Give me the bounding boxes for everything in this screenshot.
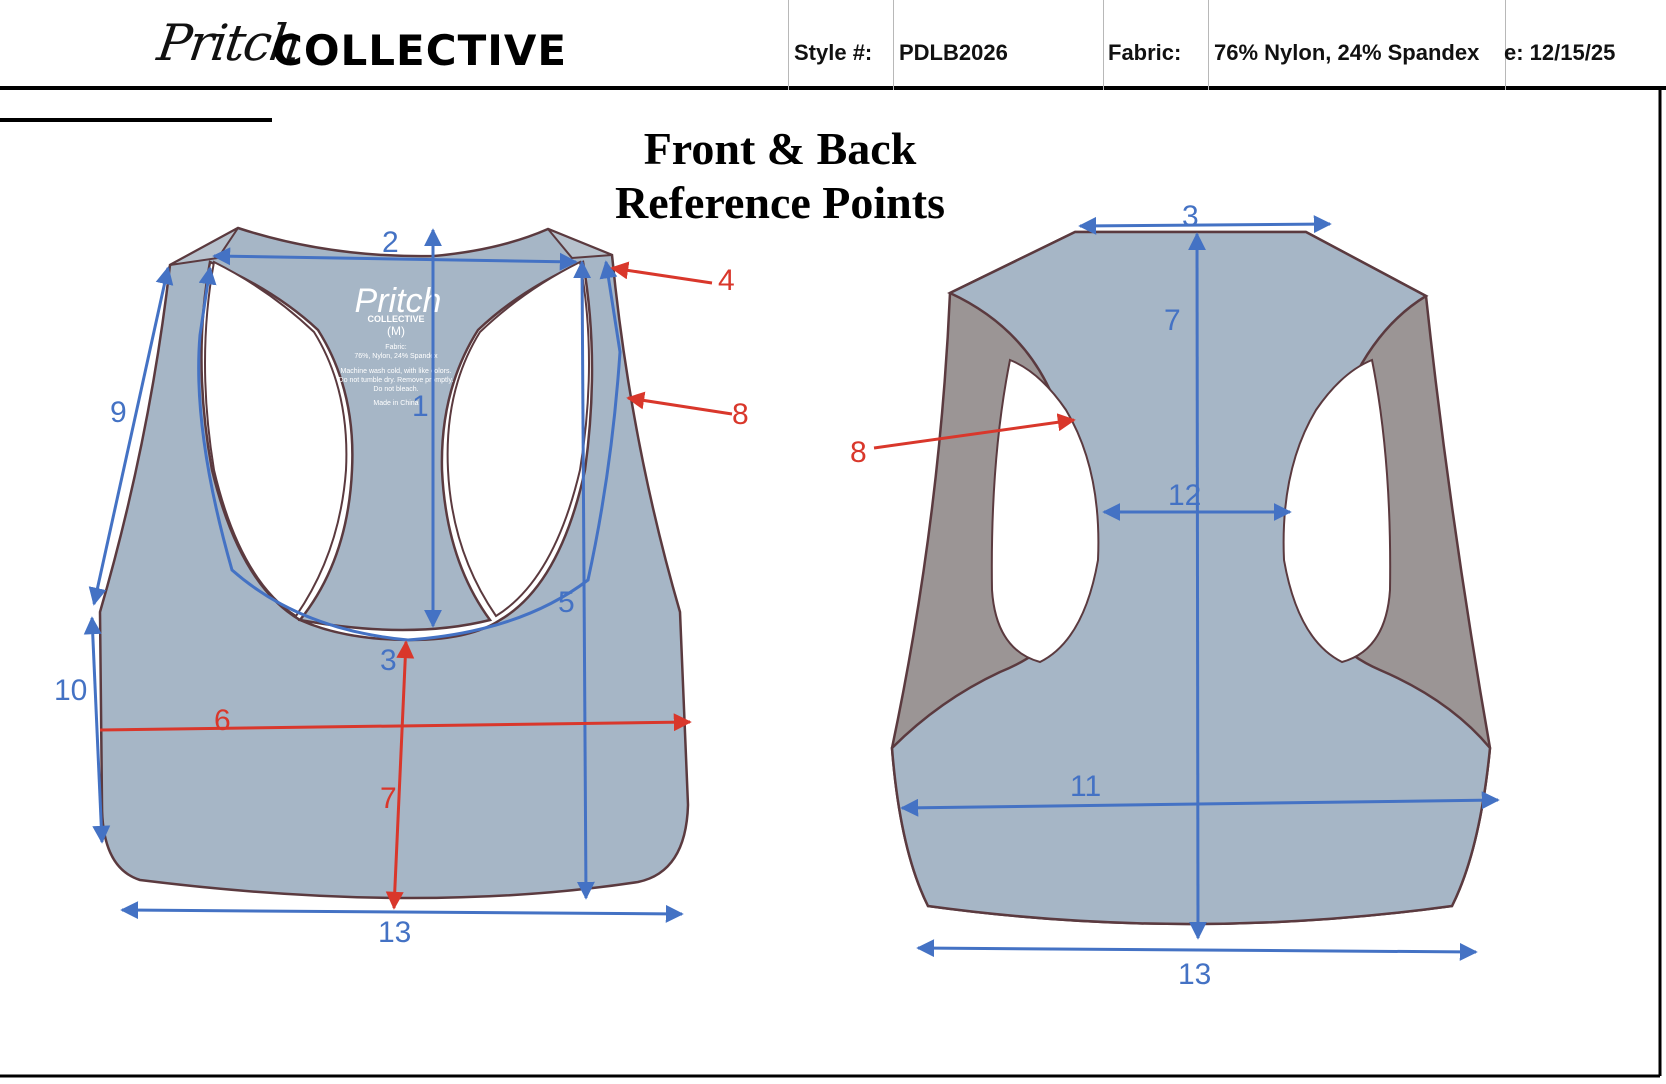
tag-fabric-heading: Fabric: bbox=[385, 344, 406, 351]
fabric-label: Fabric: bbox=[1108, 40, 1182, 65]
front-point-8: 8 bbox=[732, 398, 749, 431]
back-point-13: 13 bbox=[1178, 958, 1211, 991]
tag-collective: COLLECTIVE bbox=[367, 314, 424, 324]
back-measure-7-line bbox=[1188, 232, 1207, 940]
header-divider bbox=[893, 0, 894, 90]
title-line-2: Reference Points bbox=[615, 177, 945, 228]
tag-care-1: Machine wash cold, with like colors. bbox=[341, 368, 452, 375]
front-measurements: 1 2 3 4 5 6 7 8 9 10 13 bbox=[54, 226, 749, 949]
front-measure-4-pointer bbox=[610, 261, 713, 285]
front-point-2: 2 bbox=[382, 226, 399, 259]
sheet-title: Front & Back Reference Points bbox=[560, 122, 1000, 230]
tag-size: (M) bbox=[387, 324, 405, 338]
front-garment bbox=[98, 226, 690, 900]
front-point-7: 7 bbox=[380, 782, 397, 815]
front-measure-3-curve bbox=[197, 260, 622, 642]
front-measure-13-line bbox=[120, 901, 684, 923]
back-point-11: 11 bbox=[1070, 770, 1101, 803]
tag-care-3: Do not bleach. bbox=[373, 386, 418, 393]
front-left-strap-tip bbox=[169, 227, 239, 266]
front-right-strap-tip bbox=[547, 228, 613, 260]
fabric-value: 76% Nylon, 24% Spandex bbox=[1214, 40, 1480, 65]
back-point-7: 7 bbox=[1164, 304, 1181, 337]
front-measure-5-line bbox=[573, 260, 595, 900]
tag-fabric: 76%, Nylon, 24% Spandex bbox=[354, 353, 438, 360]
front-point-9: 9 bbox=[110, 396, 127, 429]
front-measure-7-line bbox=[385, 640, 415, 910]
front-point-13: 13 bbox=[378, 916, 411, 949]
header-divider bbox=[1103, 0, 1104, 90]
back-measure-3-line bbox=[1078, 215, 1332, 235]
front-point-10: 10 bbox=[54, 674, 87, 707]
back-left-armhole bbox=[990, 358, 1100, 664]
back-measure-8-pointer bbox=[873, 413, 1076, 450]
tag-care-2: Do not tumble dry. Remove promptly. bbox=[339, 377, 454, 384]
front-point-1: 1 bbox=[412, 390, 429, 423]
brand-logo-wordmark: COLLECTIVE bbox=[272, 26, 568, 75]
back-point-3: 3 bbox=[1182, 200, 1199, 233]
front-left-armhole bbox=[204, 260, 348, 618]
style-label: Style #: bbox=[794, 40, 873, 65]
back-garment bbox=[890, 230, 1492, 926]
title-line-1: Front & Back bbox=[643, 123, 917, 174]
front-point-5: 5 bbox=[558, 586, 575, 619]
section-rule bbox=[0, 118, 272, 122]
front-measure-8-pointer bbox=[626, 391, 733, 416]
back-measurements: 3 7 8 12 11 13 bbox=[850, 200, 1500, 991]
front-measure-9-line bbox=[88, 266, 174, 606]
header-divider bbox=[788, 0, 789, 90]
date-value: e: 12/15/25 bbox=[1504, 40, 1616, 65]
front-point-4: 4 bbox=[718, 264, 735, 297]
back-right-armhole bbox=[1282, 358, 1392, 664]
front-point-6: 6 bbox=[214, 704, 231, 737]
spec-sheet-header: Pritch COLLECTIVE Style #: PDLB2026 Fabr… bbox=[0, 0, 1666, 90]
tag-origin: Made in China bbox=[373, 400, 418, 407]
front-measure-10-line bbox=[83, 616, 111, 844]
header-divider bbox=[1505, 0, 1506, 90]
back-point-8: 8 bbox=[850, 436, 867, 469]
header-divider bbox=[1208, 0, 1209, 90]
back-measure-11-line bbox=[900, 791, 1500, 817]
back-point-12: 12 bbox=[1168, 479, 1201, 512]
back-measure-13-line bbox=[916, 939, 1478, 961]
front-point-3: 3 bbox=[380, 644, 397, 677]
style-value: PDLB2026 bbox=[899, 40, 1008, 65]
